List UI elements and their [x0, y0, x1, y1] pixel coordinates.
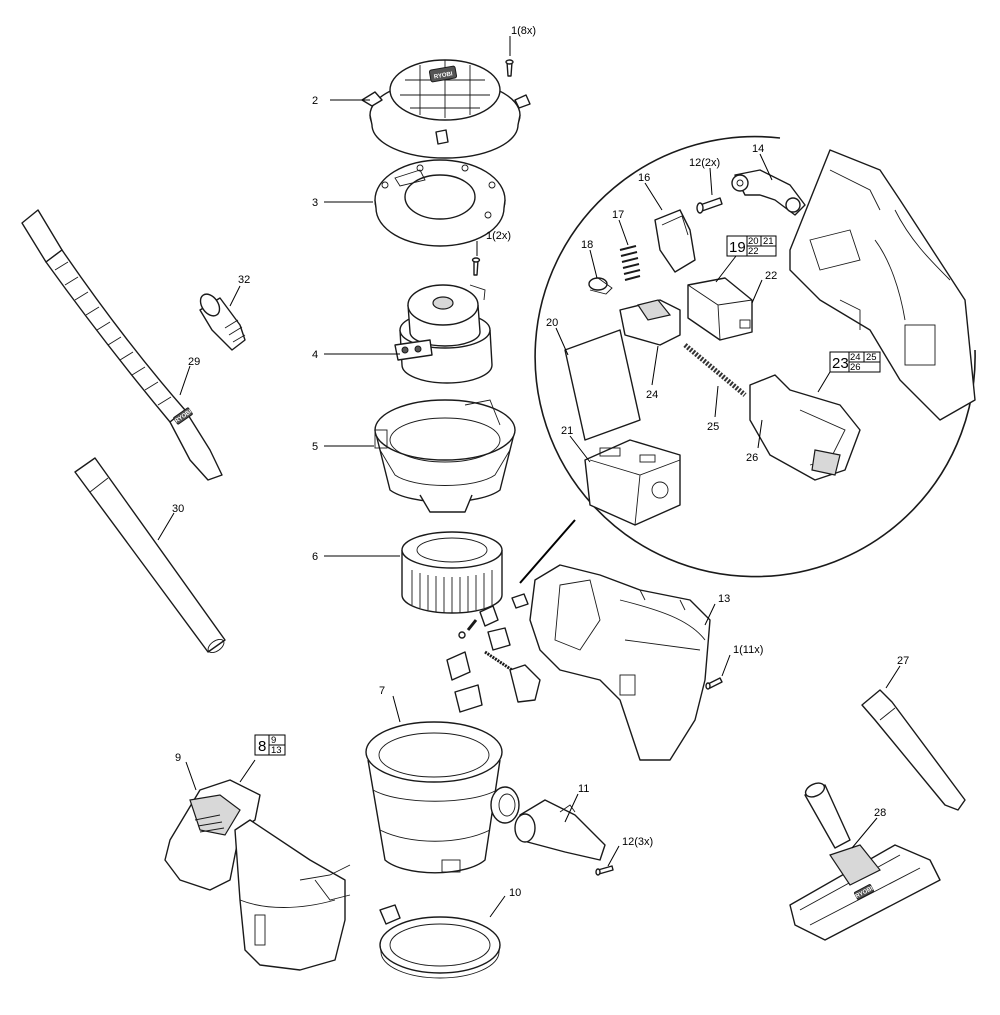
group-box-23: 23 24 25 26	[829, 351, 881, 373]
part-4-motor	[394, 284, 493, 384]
label-1-11x: 1(11x)	[733, 644, 763, 656]
group-8-sub-9: 9	[271, 735, 276, 746]
callout-labels: 1(8x) 2 3 1(2x) 4 5 6 7 9 10 11 12(3x) 1…	[172, 25, 909, 899]
cap-logo: RYOBI	[434, 71, 454, 80]
part-2-motor-cap: RYOBI	[361, 59, 531, 159]
label-30: 30	[172, 503, 184, 515]
label-9: 9	[175, 752, 181, 764]
group-19-sub-22: 22	[748, 246, 759, 257]
latch-small-parts	[446, 593, 541, 713]
label-5: 5	[312, 441, 318, 453]
group-19-main: 19	[729, 239, 746, 256]
label-22: 22	[765, 270, 777, 282]
part-5-motor-housing	[374, 399, 516, 513]
part-3-mount-plate	[374, 159, 506, 247]
label-18: 18	[581, 239, 593, 251]
group-8-sub-13: 13	[271, 745, 282, 756]
part-14-lever	[731, 169, 806, 216]
part-13-housing	[529, 564, 711, 761]
part-18-button	[588, 277, 613, 295]
part-1-screw-top	[505, 59, 514, 77]
label-13: 13	[718, 593, 730, 605]
part-20-pad	[564, 329, 641, 441]
label-28: 28	[874, 807, 886, 819]
label-16: 16	[638, 172, 650, 184]
group-23-main: 23	[832, 355, 849, 372]
part-16-clip	[654, 209, 696, 273]
part-28-floor-nozzle: RYOBI	[789, 782, 941, 941]
group-box-19: 19 20 21 22	[726, 235, 777, 257]
part-1-screw-11x	[705, 677, 723, 690]
group-19-sub-21: 21	[763, 236, 774, 247]
part-27-crevice-tool	[861, 689, 966, 811]
part-9-8-battery-housing	[164, 779, 351, 971]
part-12-screw-detail	[696, 197, 723, 214]
part-10-base-ring	[379, 904, 501, 979]
label-26: 26	[746, 452, 758, 464]
part-29-hose: RYOBI	[21, 209, 223, 481]
label-25: 25	[707, 421, 719, 433]
leader-lines	[157, 36, 901, 918]
label-21: 21	[561, 425, 573, 437]
label-17: 17	[612, 209, 624, 221]
part-12-screw-3x	[595, 865, 614, 876]
label-14: 14	[752, 143, 764, 155]
group-8-main: 8	[258, 738, 266, 755]
group-23-sub-25: 25	[866, 352, 877, 363]
part-17-spring	[619, 245, 641, 281]
part-1-screw-2x	[471, 257, 481, 276]
part-32-adapter	[199, 293, 246, 351]
label-27: 27	[897, 655, 909, 667]
part-21-filter-housing	[584, 439, 681, 526]
label-11: 11	[578, 783, 589, 795]
part-24-bracket	[619, 299, 681, 346]
part-25-spring	[683, 343, 747, 397]
label-7: 7	[379, 685, 385, 697]
part-7-tank	[365, 721, 520, 874]
part-6-cartridge-filter	[401, 531, 503, 614]
group-box-8: 8 9 13	[254, 734, 286, 756]
label-29: 29	[188, 356, 200, 368]
label-12-3x: 12(3x)	[622, 836, 653, 848]
part-30-extension-wand	[74, 457, 226, 654]
label-12-2x: 12(2x)	[689, 157, 720, 169]
part-22-switch	[687, 277, 753, 341]
label-24: 24	[646, 389, 658, 401]
group-23-sub-26: 26	[850, 362, 861, 373]
part-11-utility-nozzle	[514, 799, 606, 861]
label-32: 32	[238, 274, 250, 286]
label-6: 6	[312, 551, 318, 563]
label-1-8x: 1(8x)	[511, 25, 536, 37]
group-23-sub-24: 24	[850, 352, 861, 363]
label-2: 2	[312, 95, 318, 107]
group-19-sub-20: 20	[748, 236, 759, 247]
label-4: 4	[312, 349, 318, 361]
part-26-slide	[749, 374, 861, 481]
label-1-2x: 1(2x)	[486, 230, 511, 242]
label-20: 20	[546, 317, 558, 329]
label-10: 10	[509, 887, 521, 899]
housing-detail-fragment	[789, 149, 976, 421]
label-3: 3	[312, 197, 318, 209]
